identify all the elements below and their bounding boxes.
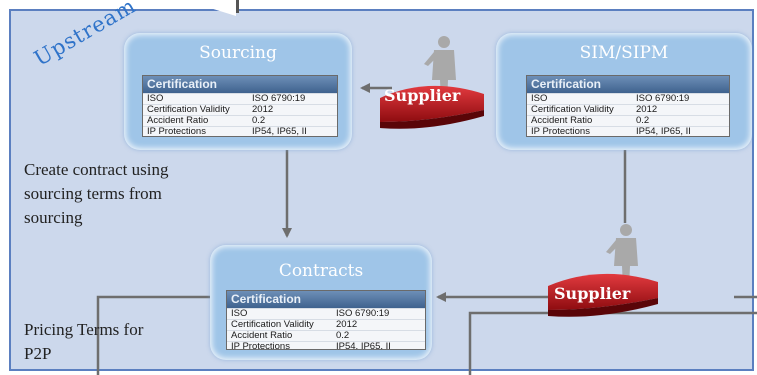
create-contract-text: Create contract using sourcing terms fro… xyxy=(24,160,169,227)
supplier-ribbon xyxy=(548,273,658,310)
pricing-terms-text: Pricing Terms for P2P xyxy=(24,320,144,363)
contracts-title: Contracts xyxy=(278,261,364,281)
supplier-ribbon xyxy=(380,85,484,122)
top-connector-line xyxy=(236,0,239,13)
line-contracts-left xyxy=(96,295,212,375)
sourcing-title: Sourcing xyxy=(199,43,277,63)
line-contracts-right xyxy=(468,311,757,375)
certification-header: Certification xyxy=(143,76,337,93)
sim-sipm-title: SIM/SIPM xyxy=(579,43,669,63)
supplier-badge-bottom[interactable] xyxy=(540,220,666,330)
certification-header: Certification xyxy=(527,76,729,93)
certification-header: Certification xyxy=(227,291,425,308)
person-figure-icon xyxy=(424,36,456,104)
person-figure-icon xyxy=(606,224,638,288)
supplier-badge-top[interactable] xyxy=(372,28,498,138)
supplier-label-bottom: Supplier xyxy=(554,284,631,303)
supplier-label-top: Supplier xyxy=(384,86,461,105)
